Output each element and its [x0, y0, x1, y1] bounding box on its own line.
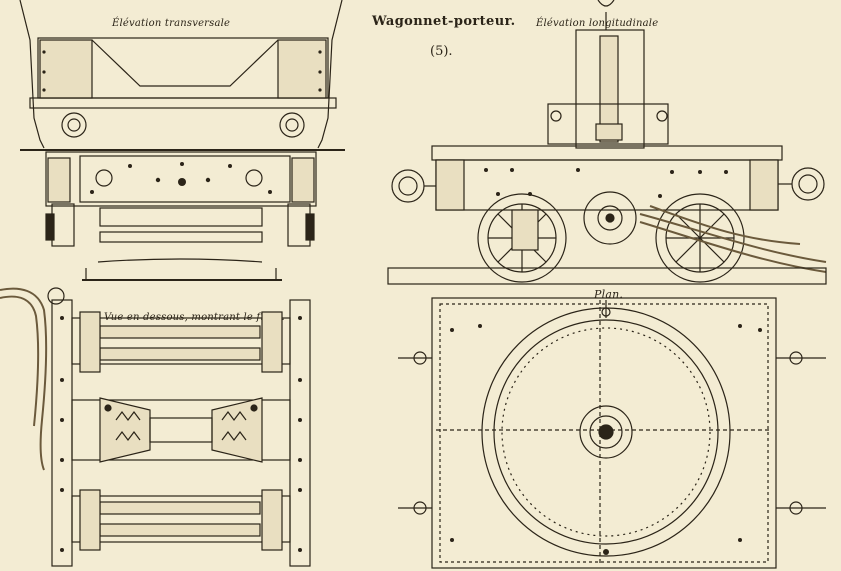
mast-bracket [547, 103, 669, 145]
top-frame [29, 97, 337, 109]
brake-shoe-left [99, 397, 151, 463]
top-ring [597, 0, 615, 7]
figure-number: (5). [430, 44, 453, 59]
brake-assembly [71, 399, 291, 461]
transverse-elevation-view [19, 0, 345, 281]
longitudinal-elevation-view [387, 0, 827, 285]
spring-icon [115, 411, 141, 441]
clover-icon [245, 169, 263, 187]
rail-platform [387, 267, 827, 285]
brake-shoe-right [211, 397, 263, 463]
left-coupling-ring-icon [391, 169, 425, 203]
hub-icon [579, 405, 633, 459]
label-elevation-longitudinale: Élévation longitudinale [536, 18, 659, 29]
rail-rivets [60, 316, 302, 552]
haul-rope [639, 205, 827, 273]
truck-frame [45, 151, 317, 207]
plate-title: Wagonnet-porteur. [372, 14, 516, 29]
side-pins [398, 351, 826, 515]
rear-axle [99, 501, 261, 515]
left-side-rail [51, 299, 73, 567]
plan-frame [431, 297, 777, 569]
wheel-left-icon [477, 193, 567, 283]
rope-coil [0, 287, 48, 471]
plan-view [398, 297, 826, 569]
underside-view [0, 287, 311, 567]
left-side-plate [39, 39, 93, 99]
left-post [19, 0, 45, 149]
label-elevation-transversale: Élévation transversale [112, 18, 231, 29]
brake-drum-icon [583, 191, 637, 245]
axle [99, 207, 263, 227]
left-axlebox [51, 203, 75, 247]
rivets-top [42, 50, 322, 92]
wheel-right-icon [655, 193, 745, 283]
coupling-ring-icon [47, 287, 65, 305]
right-post [317, 0, 343, 149]
body-hopper-curve [91, 39, 279, 87]
clover-icon [95, 169, 113, 187]
front-axle [99, 325, 261, 339]
right-side-rail [289, 299, 311, 567]
right-hook-icon [279, 112, 305, 138]
mast-column [575, 29, 645, 149]
left-hook-icon [61, 112, 87, 138]
spring-icon [221, 411, 247, 441]
right-coupling-ring-icon [791, 167, 825, 201]
